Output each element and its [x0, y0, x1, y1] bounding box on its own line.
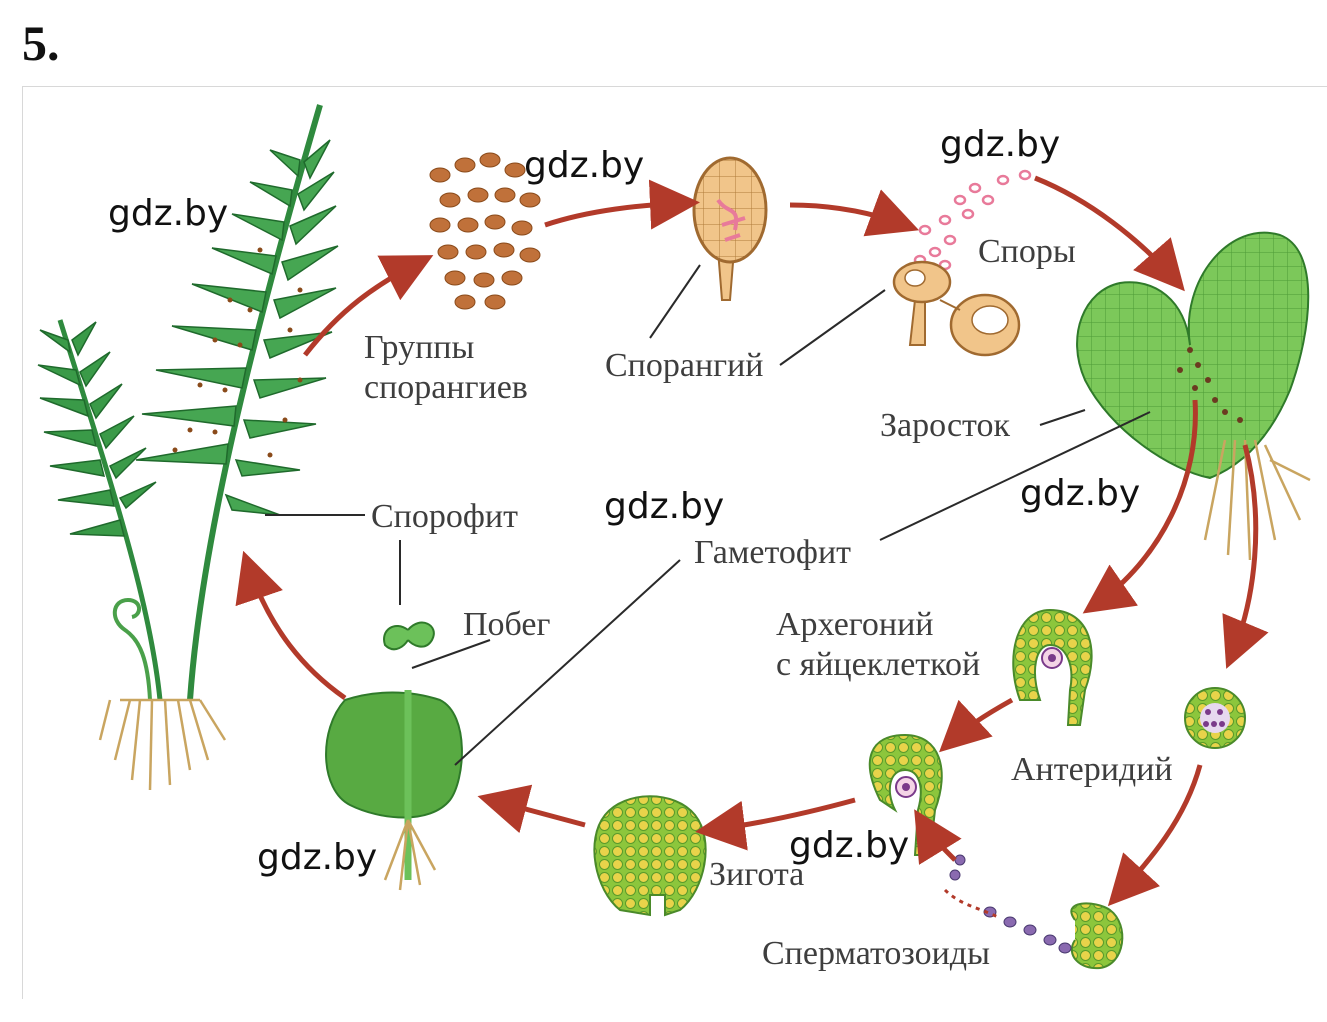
- pointer-sporangium: [649, 264, 701, 339]
- watermark: gdz.by: [257, 837, 378, 878]
- watermark: gdz.by: [604, 486, 725, 527]
- antheridium: [1184, 687, 1246, 749]
- pointer-lines: [265, 264, 1151, 766]
- pointer-spores: [779, 289, 886, 366]
- archegonium: [1012, 608, 1093, 726]
- label-zygote: Зигота: [709, 856, 805, 893]
- label-shoot: Побег: [463, 606, 551, 643]
- arrow-young-to-adult-fern: [235, 550, 347, 701]
- label-archegonium-line2: с яйцеклеткой: [776, 646, 981, 683]
- arrow-spores-to-prothallus: [1034, 175, 1185, 292]
- watermark: gdz.by: [108, 193, 229, 234]
- diagram-frame: [22, 86, 1327, 999]
- spores: [913, 169, 1032, 271]
- label-spermatozoa: Сперматозоиды: [762, 935, 990, 972]
- label-gametophyte: Гаметофит: [694, 534, 852, 571]
- label-sporangia-groups-line2: спорангиев: [364, 369, 528, 406]
- pointer-shoot: [411, 639, 491, 669]
- label-sporangia-groups-line1: Группы: [364, 329, 475, 366]
- right-frond: [135, 104, 339, 701]
- pointer-gametophyte-young: [454, 559, 681, 766]
- young-sporophyte: [325, 621, 463, 891]
- arrow-prothallus-to-antheridium: [1222, 444, 1269, 669]
- label-sporangium: Спорангий: [605, 347, 764, 384]
- sporangium: [692, 156, 768, 301]
- arrow-fertilization-to-zygote: [695, 797, 856, 851]
- watermark: gdz.by: [524, 145, 645, 186]
- watermark: gdz.by: [940, 124, 1061, 165]
- label-sporophyte: Спорофит: [371, 498, 518, 535]
- arrow-sporangia-to-sporangium: [544, 179, 700, 230]
- arrow-prothallus-to-archegonium: [1082, 399, 1198, 614]
- spermatozoa: [943, 854, 1124, 970]
- left-frond: [37, 319, 163, 701]
- fiddlehead: [112, 597, 152, 701]
- zygote: [593, 795, 707, 917]
- arrow-zygote-to-young-sporophyte: [477, 784, 586, 834]
- watermark: gdz.by: [789, 825, 910, 866]
- watermark: gdz.by: [1020, 473, 1141, 514]
- sporangia-group: [429, 152, 541, 310]
- arrow-antheridium-to-spermatozoa: [1107, 764, 1203, 907]
- label-spores: Споры: [978, 233, 1076, 270]
- prothallus: [1076, 231, 1311, 561]
- arrow-archegonium-to-fertilization: [939, 697, 1014, 753]
- arrow-sperm-to-egg: [914, 809, 962, 865]
- fern-roots: [98, 698, 227, 791]
- cycle-arrows: [235, 175, 1269, 907]
- label-prothallus: Заросток: [880, 407, 1010, 444]
- open-sporangia: [892, 260, 1021, 357]
- pointer-prothallus: [1039, 409, 1086, 426]
- arrow-fern-to-sporangia: [303, 255, 434, 357]
- pointer-gametophyte-prothallus: [879, 411, 1151, 541]
- arrow-sporangium-to-spores: [789, 189, 920, 237]
- label-antheridium: Антеридий: [1011, 751, 1173, 788]
- label-archegonium-line1: Архегоний: [776, 606, 934, 643]
- adult-fern-sporophyte: [37, 104, 339, 791]
- task-number: 5.: [22, 15, 60, 71]
